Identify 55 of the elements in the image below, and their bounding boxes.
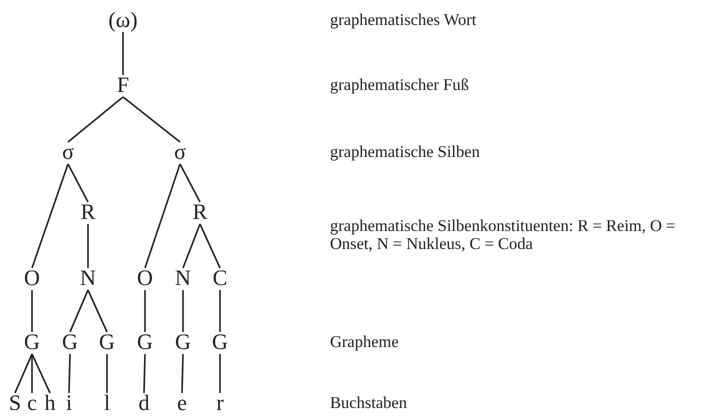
- tree-branch: [182, 290, 184, 332]
- tree-node-label: N: [175, 267, 191, 289]
- level-description: graphematische Silbenkonstituenten: R = Reim, O = Onset, N = Nukleus, C = Coda: [330, 217, 676, 253]
- tree-branch: [68, 96, 124, 143]
- tree-branch: [68, 354, 71, 394]
- tree-branch: [144, 164, 181, 268]
- tree-branch: [122, 32, 124, 75]
- letter: S: [8, 392, 22, 414]
- letter: d: [138, 392, 150, 414]
- level-description: graphematische Silben: [330, 143, 481, 161]
- tree-node-label: R: [80, 201, 96, 223]
- tree-node-label: G: [99, 331, 115, 353]
- letter: e: [177, 392, 187, 414]
- level-description: graphematischer Fuß: [330, 76, 470, 94]
- tree-node-label: σ: [62, 141, 74, 163]
- tree-node-label: G: [24, 331, 40, 353]
- tree-node-label: F: [116, 74, 130, 96]
- tree-branch: [179, 164, 201, 202]
- tree-branch: [122, 96, 180, 143]
- level-description: Grapheme: [330, 333, 400, 351]
- tree-node-label: (ω): [108, 9, 138, 31]
- tree-node-label: σ: [174, 141, 186, 163]
- tree-node-label: O: [137, 267, 153, 289]
- tree-node-label: G: [62, 331, 78, 353]
- tree-node-label: G: [137, 331, 153, 353]
- letter: h: [44, 392, 56, 414]
- tree-branch: [182, 224, 201, 268]
- tree-branch: [219, 290, 221, 332]
- level-description: graphematisches Wort: [330, 11, 478, 29]
- tree-node-label: N: [80, 267, 96, 289]
- tree-node-label: C: [212, 267, 228, 289]
- letter: c: [27, 392, 37, 414]
- letter: r: [216, 392, 224, 414]
- tree-branch: [31, 354, 51, 394]
- letter: l: [104, 392, 110, 414]
- tree-branch: [181, 354, 184, 394]
- tree-branch: [87, 290, 108, 332]
- tree-node-label: O: [24, 267, 40, 289]
- tree-branch: [69, 290, 89, 332]
- level-description: Buchstaben: [330, 394, 408, 412]
- tree-branch: [106, 354, 108, 393]
- tree-branch: [67, 164, 89, 202]
- tree-node-label: R: [192, 201, 208, 223]
- tree-branch: [144, 290, 146, 332]
- tree-branch: [31, 354, 33, 393]
- tree-node-label: G: [175, 331, 191, 353]
- tree-branch: [143, 354, 146, 394]
- tree-branch: [14, 354, 33, 394]
- tree-branch: [199, 224, 221, 268]
- letter: i: [66, 392, 72, 414]
- tree-branch: [219, 354, 221, 393]
- tree-branch: [31, 164, 69, 268]
- tree-node-label: G: [212, 331, 228, 353]
- tree-branch: [87, 224, 89, 268]
- tree-branch: [31, 290, 33, 332]
